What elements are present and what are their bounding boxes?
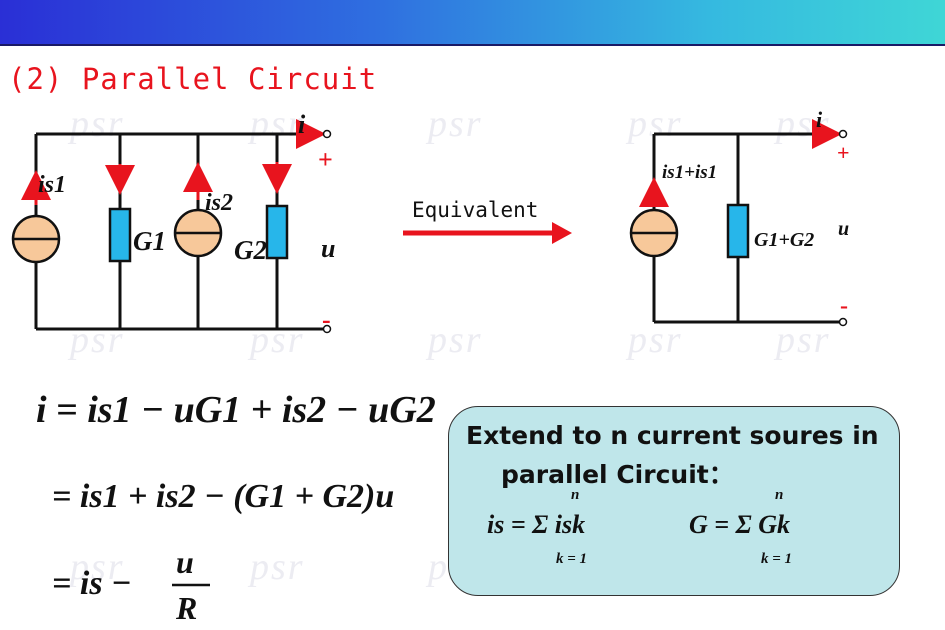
formula-g: G = Σ Gk xyxy=(689,510,790,539)
minus-sign: - xyxy=(322,305,331,334)
current-source-1 xyxy=(11,170,61,264)
header-banner xyxy=(0,0,945,44)
terminal-top xyxy=(838,129,848,139)
voltage-label: u xyxy=(321,234,335,263)
sum-lower-limit: k = 1 xyxy=(556,551,588,567)
equivalent-arrowhead xyxy=(552,222,572,244)
equivalent-resistor xyxy=(726,203,750,259)
watermark: psr xyxy=(250,546,305,588)
current-label: i xyxy=(298,110,306,139)
minus-sign: - xyxy=(840,293,848,319)
watermark: psr xyxy=(428,103,483,145)
watermark: psr xyxy=(776,319,831,361)
sum-lower-limit: k = 1 xyxy=(761,551,793,567)
source1-label: is1 xyxy=(38,172,66,198)
note-line-1: Extend to n current soures in xyxy=(466,421,879,450)
g1-label: G1 xyxy=(133,226,166,256)
page-title: (2) Parallel Circuit xyxy=(8,62,378,96)
sum-upper-limit: n xyxy=(775,487,784,503)
terminal-bottom xyxy=(322,324,332,334)
resistor-g1 xyxy=(105,164,135,263)
watermark: psr xyxy=(70,103,125,145)
watermark: psr xyxy=(428,319,483,361)
source2-label: is2 xyxy=(205,190,233,216)
watermark: psr xyxy=(70,546,125,588)
equivalent-label: Equivalent xyxy=(412,198,538,222)
watermark: psr xyxy=(628,319,683,361)
fraction-denominator: R xyxy=(176,590,198,626)
header-divider xyxy=(0,44,945,46)
formula-is: is = Σ isk xyxy=(487,510,586,539)
equation-line-2: = is1 + is2 − (G1 + G2)u xyxy=(52,478,395,515)
current-source-2 xyxy=(173,162,223,258)
equation-line-1: i = is1 − uG1 + is2 − uG2 xyxy=(36,389,436,431)
fraction-numerator: u xyxy=(176,544,194,580)
equation-line-3: = is − xyxy=(52,565,132,602)
sum-upper-limit: n xyxy=(571,487,580,503)
watermark: psr xyxy=(70,319,125,361)
equivalent-source-label: is1+is1 xyxy=(662,162,717,183)
terminal-bottom xyxy=(838,317,848,327)
note-line-2: parallel Circuit： xyxy=(501,460,734,489)
equivalent-g-label: G1+G2 xyxy=(754,229,814,251)
g2-label: G2 xyxy=(234,235,267,265)
terminal-top xyxy=(322,129,332,139)
plus-sign: + xyxy=(837,140,850,165)
voltage-label: u xyxy=(838,218,849,240)
equivalent-current-source xyxy=(629,177,679,258)
resistor-g2 xyxy=(262,162,292,260)
plus-sign: + xyxy=(318,145,333,174)
current-label: i xyxy=(816,107,823,132)
note-box: Extend to n current soures in parallel C… xyxy=(448,406,900,596)
